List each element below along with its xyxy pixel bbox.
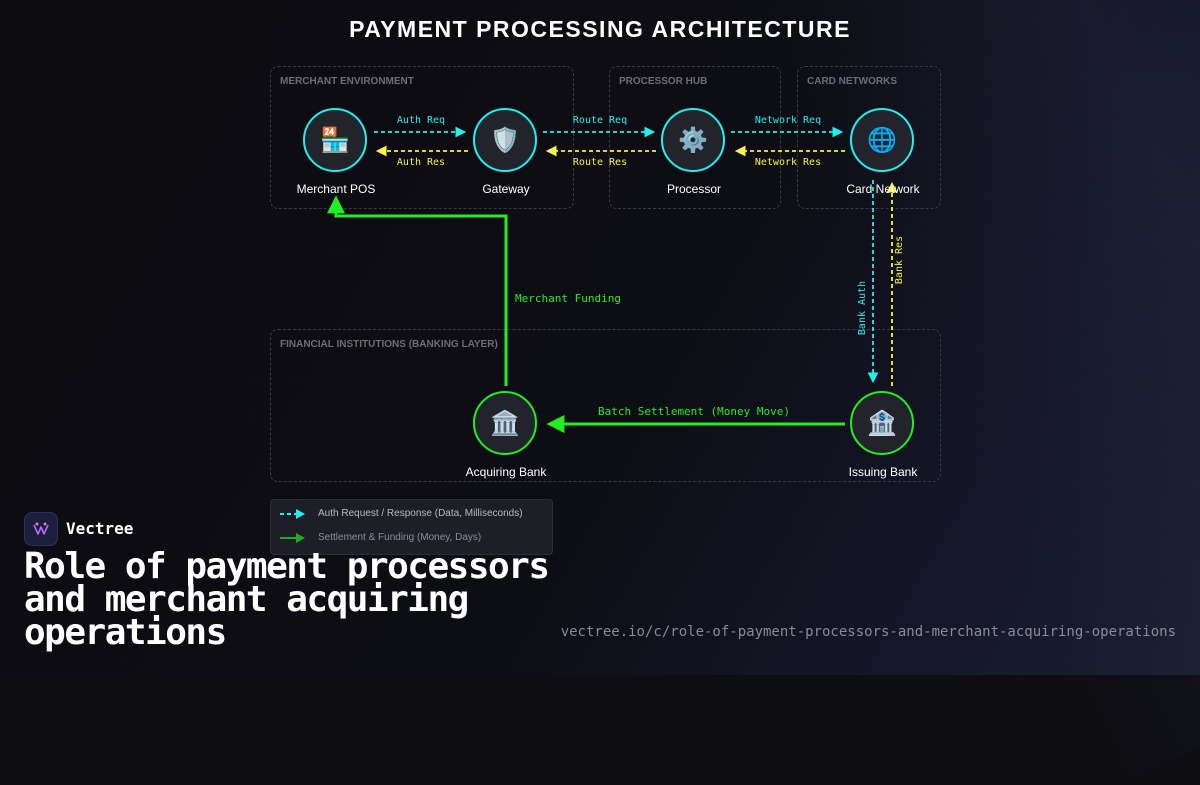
diagram-title: PAYMENT PROCESSING ARCHITECTURE <box>349 16 851 42</box>
bank-icon: 🏦 <box>867 409 897 437</box>
legend-request-arrowhead <box>296 509 305 519</box>
edge-label-batch-settlement: Batch Settlement (Money Move) <box>598 405 790 418</box>
edge-label-network-req: Network Req <box>755 115 821 126</box>
edge-label-merchant-funding: Merchant Funding <box>515 292 621 305</box>
zone-label: MERCHANT ENVIRONMENT <box>280 76 414 87</box>
edge-label-network-res: Network Res <box>755 157 821 168</box>
node-label-processor: Processor <box>666 182 722 196</box>
legend-item-request: Auth Request / Response (Data, Milliseco… <box>318 508 523 519</box>
headline: Role of payment processors and merchant … <box>24 546 550 653</box>
edge-label-auth-res: Auth Res <box>397 157 445 168</box>
edge-label-bank-auth: Bank Auth <box>857 281 868 335</box>
node-acquiring-bank: 🏛️ <box>473 391 537 455</box>
gear-icon: ⚙️ <box>678 126 708 154</box>
node-label-gateway: Gateway <box>482 182 530 196</box>
globe-icon: 🌐 <box>867 126 897 154</box>
zone-label: PROCESSOR HUB <box>619 76 708 87</box>
bank-building-icon: 🏛️ <box>490 409 520 437</box>
legend: Auth Request / Response (Data, Milliseco… <box>270 499 553 555</box>
node-label-merchant-pos: Merchant POS <box>296 182 376 196</box>
node-issuing-bank: 🏦 <box>850 391 914 455</box>
flow-arrows: Auth Req Auth Res Route Req Route Res Ne… <box>327 115 905 433</box>
node-label-issuing-bank: Issuing Bank <box>848 465 918 479</box>
zone-label: CARD NETWORKS <box>807 76 897 87</box>
zone-label: FINANCIAL INSTITUTIONS (BANKING LAYER) <box>280 339 498 350</box>
zone-banking-layer: FINANCIAL INSTITUTIONS (BANKING LAYER) <box>270 329 941 482</box>
edge-merchant-funding <box>327 195 508 386</box>
edge-label-route-req: Route Req <box>573 115 627 126</box>
background <box>0 0 1200 675</box>
brand-name: Vectree <box>66 519 134 538</box>
logo-mark <box>33 522 49 535</box>
zone-processor-hub: PROCESSOR HUB <box>609 66 781 209</box>
source-url: vectree.io/c/role-of-payment-processors-… <box>560 624 1176 640</box>
node-card-network: 🌐 <box>850 108 914 172</box>
node-gateway: 🛡️ <box>473 108 537 172</box>
zone-merchant-environment: MERCHANT ENVIRONMENT <box>270 66 574 209</box>
legend-item-settlement: Settlement & Funding (Money, Days) <box>318 532 482 543</box>
node-merchant-pos: 🏪 <box>303 108 367 172</box>
legend-swatches <box>280 509 305 543</box>
zone-card-networks: CARD NETWORKS <box>797 66 941 209</box>
edge-label-bank-res: Bank Res <box>894 236 905 284</box>
vectree-logo-icon <box>24 512 58 546</box>
edge-label-route-res: Route Res <box>573 157 627 168</box>
legend-settlement-arrowhead <box>296 533 305 543</box>
node-label-acquiring-bank: Acquiring Bank <box>465 465 547 479</box>
shield-icon: 🛡️ <box>490 126 520 154</box>
store-icon: 🏪 <box>320 126 350 154</box>
node-processor: ⚙️ <box>661 108 725 172</box>
edge-label-auth-req: Auth Req <box>397 115 445 126</box>
node-label-card-network: Card Network <box>846 182 920 196</box>
